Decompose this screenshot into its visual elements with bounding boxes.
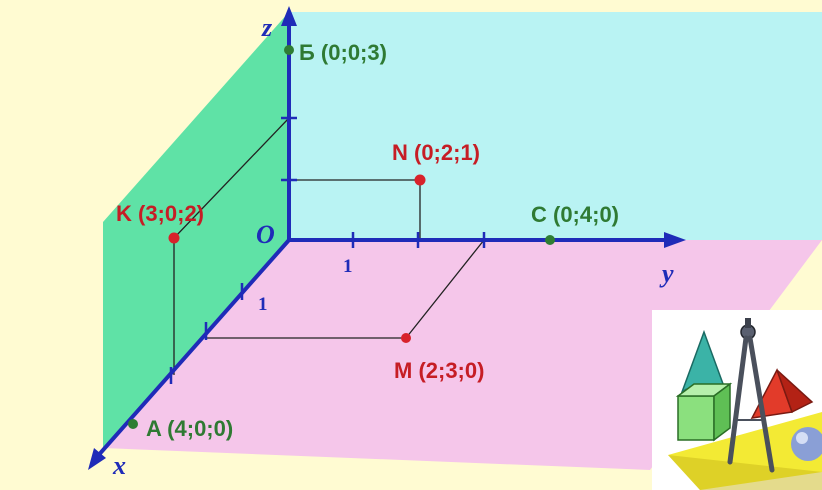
point-c-label: C (0;4;0) bbox=[531, 202, 619, 227]
point-b-label: Б (0;0;3) bbox=[299, 40, 387, 65]
point-a-label: A (4;0;0) bbox=[146, 416, 233, 441]
y-axis-label: y bbox=[659, 259, 674, 288]
plane-xy bbox=[103, 240, 822, 470]
x-arrow-icon bbox=[88, 448, 106, 470]
x-axis bbox=[94, 238, 291, 460]
unit-label-x: 1 bbox=[258, 294, 268, 315]
point-a bbox=[128, 419, 138, 429]
y-arrow-icon bbox=[664, 232, 686, 248]
point-n bbox=[414, 174, 426, 186]
origin-label: O bbox=[256, 220, 275, 249]
unit-label-y: 1 bbox=[343, 256, 353, 277]
point-k-label: K (3;0;2) bbox=[116, 201, 204, 226]
point-m-label: M (2;3;0) bbox=[394, 358, 484, 383]
point-n-label: N (0;2;1) bbox=[392, 140, 480, 165]
point-b bbox=[284, 45, 294, 55]
geometry-shapes-compass-icon bbox=[652, 310, 822, 490]
point-k bbox=[168, 232, 180, 244]
z-axis-label: z bbox=[261, 13, 273, 42]
x-axis-label: x bbox=[112, 451, 126, 480]
z-arrow-icon bbox=[281, 6, 297, 26]
plane-xz bbox=[103, 12, 289, 448]
point-m bbox=[401, 333, 411, 343]
point-c bbox=[545, 235, 555, 245]
tick-marks bbox=[169, 116, 486, 384]
